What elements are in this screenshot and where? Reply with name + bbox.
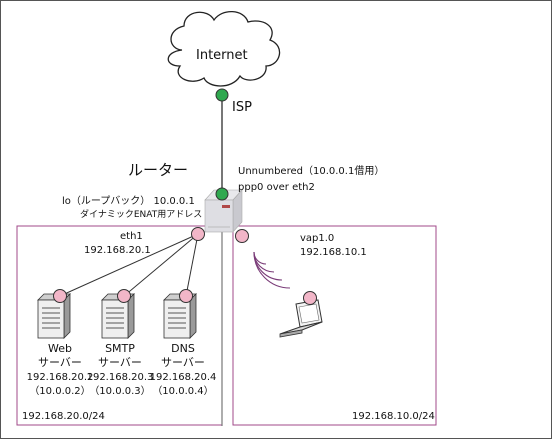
smtp-server-name: SMTP [105, 342, 135, 355]
eth1-connector [191, 227, 205, 241]
router-wan-ppp: ppp0 over eth2 [238, 182, 315, 193]
router-loopback-note: ダイナミックENAT用アドレス [80, 210, 203, 220]
link-smtp [123, 233, 199, 297]
lan-right-network: 192.168.10.0/24 [352, 411, 435, 422]
internet-cloud-icon [167, 10, 281, 87]
router-wan-connector [215, 187, 229, 201]
vap-ip: 192.168.10.1 [300, 247, 367, 258]
dns-server-role: サーバー [161, 356, 205, 369]
dns-server-name: DNS [171, 342, 195, 355]
link-web [59, 233, 199, 297]
smtp-server-ip: 192.168.20.3 [86, 372, 154, 383]
web-server-ip: 192.168.20.2 [26, 372, 94, 383]
laptop-icon [279, 299, 323, 338]
web-server-name: Web [48, 342, 72, 355]
router-title: ルーター [128, 161, 189, 179]
smtp-server-role: サーバー [98, 356, 142, 369]
lan-right-box [232, 225, 437, 426]
router-wan-unnumbered: Unnumbered（10.0.0.1借用） [238, 166, 385, 177]
eth1-label: eth1 [120, 231, 143, 242]
smtp-connector [117, 289, 131, 303]
lan-left-network: 192.168.20.0/24 [22, 411, 105, 422]
router-loopback: lo（ループバック） 10.0.0.1 [62, 196, 195, 207]
dns-server-ip: 192.168.20.4 [149, 372, 217, 383]
dns-server-nat-ip: （10.0.0.4） [152, 386, 214, 397]
web-server-nat-ip: （10.0.0.2） [29, 386, 91, 397]
laptop-connector [303, 291, 317, 305]
wifi-waves-icon [253, 251, 291, 289]
isp-label: ISP [232, 100, 252, 115]
internet-label: Internet [196, 48, 248, 63]
web-connector [53, 289, 67, 303]
dns-connector [179, 289, 193, 303]
smtp-server-nat-ip: （10.0.0.3） [89, 386, 151, 397]
link-dns [185, 233, 199, 297]
web-server-role: サーバー [38, 356, 82, 369]
vap-label: vap1.0 [300, 233, 335, 244]
vap-connector [235, 229, 249, 243]
isp-connector [215, 88, 229, 102]
eth1-ip: 192.168.20.1 [84, 245, 151, 256]
